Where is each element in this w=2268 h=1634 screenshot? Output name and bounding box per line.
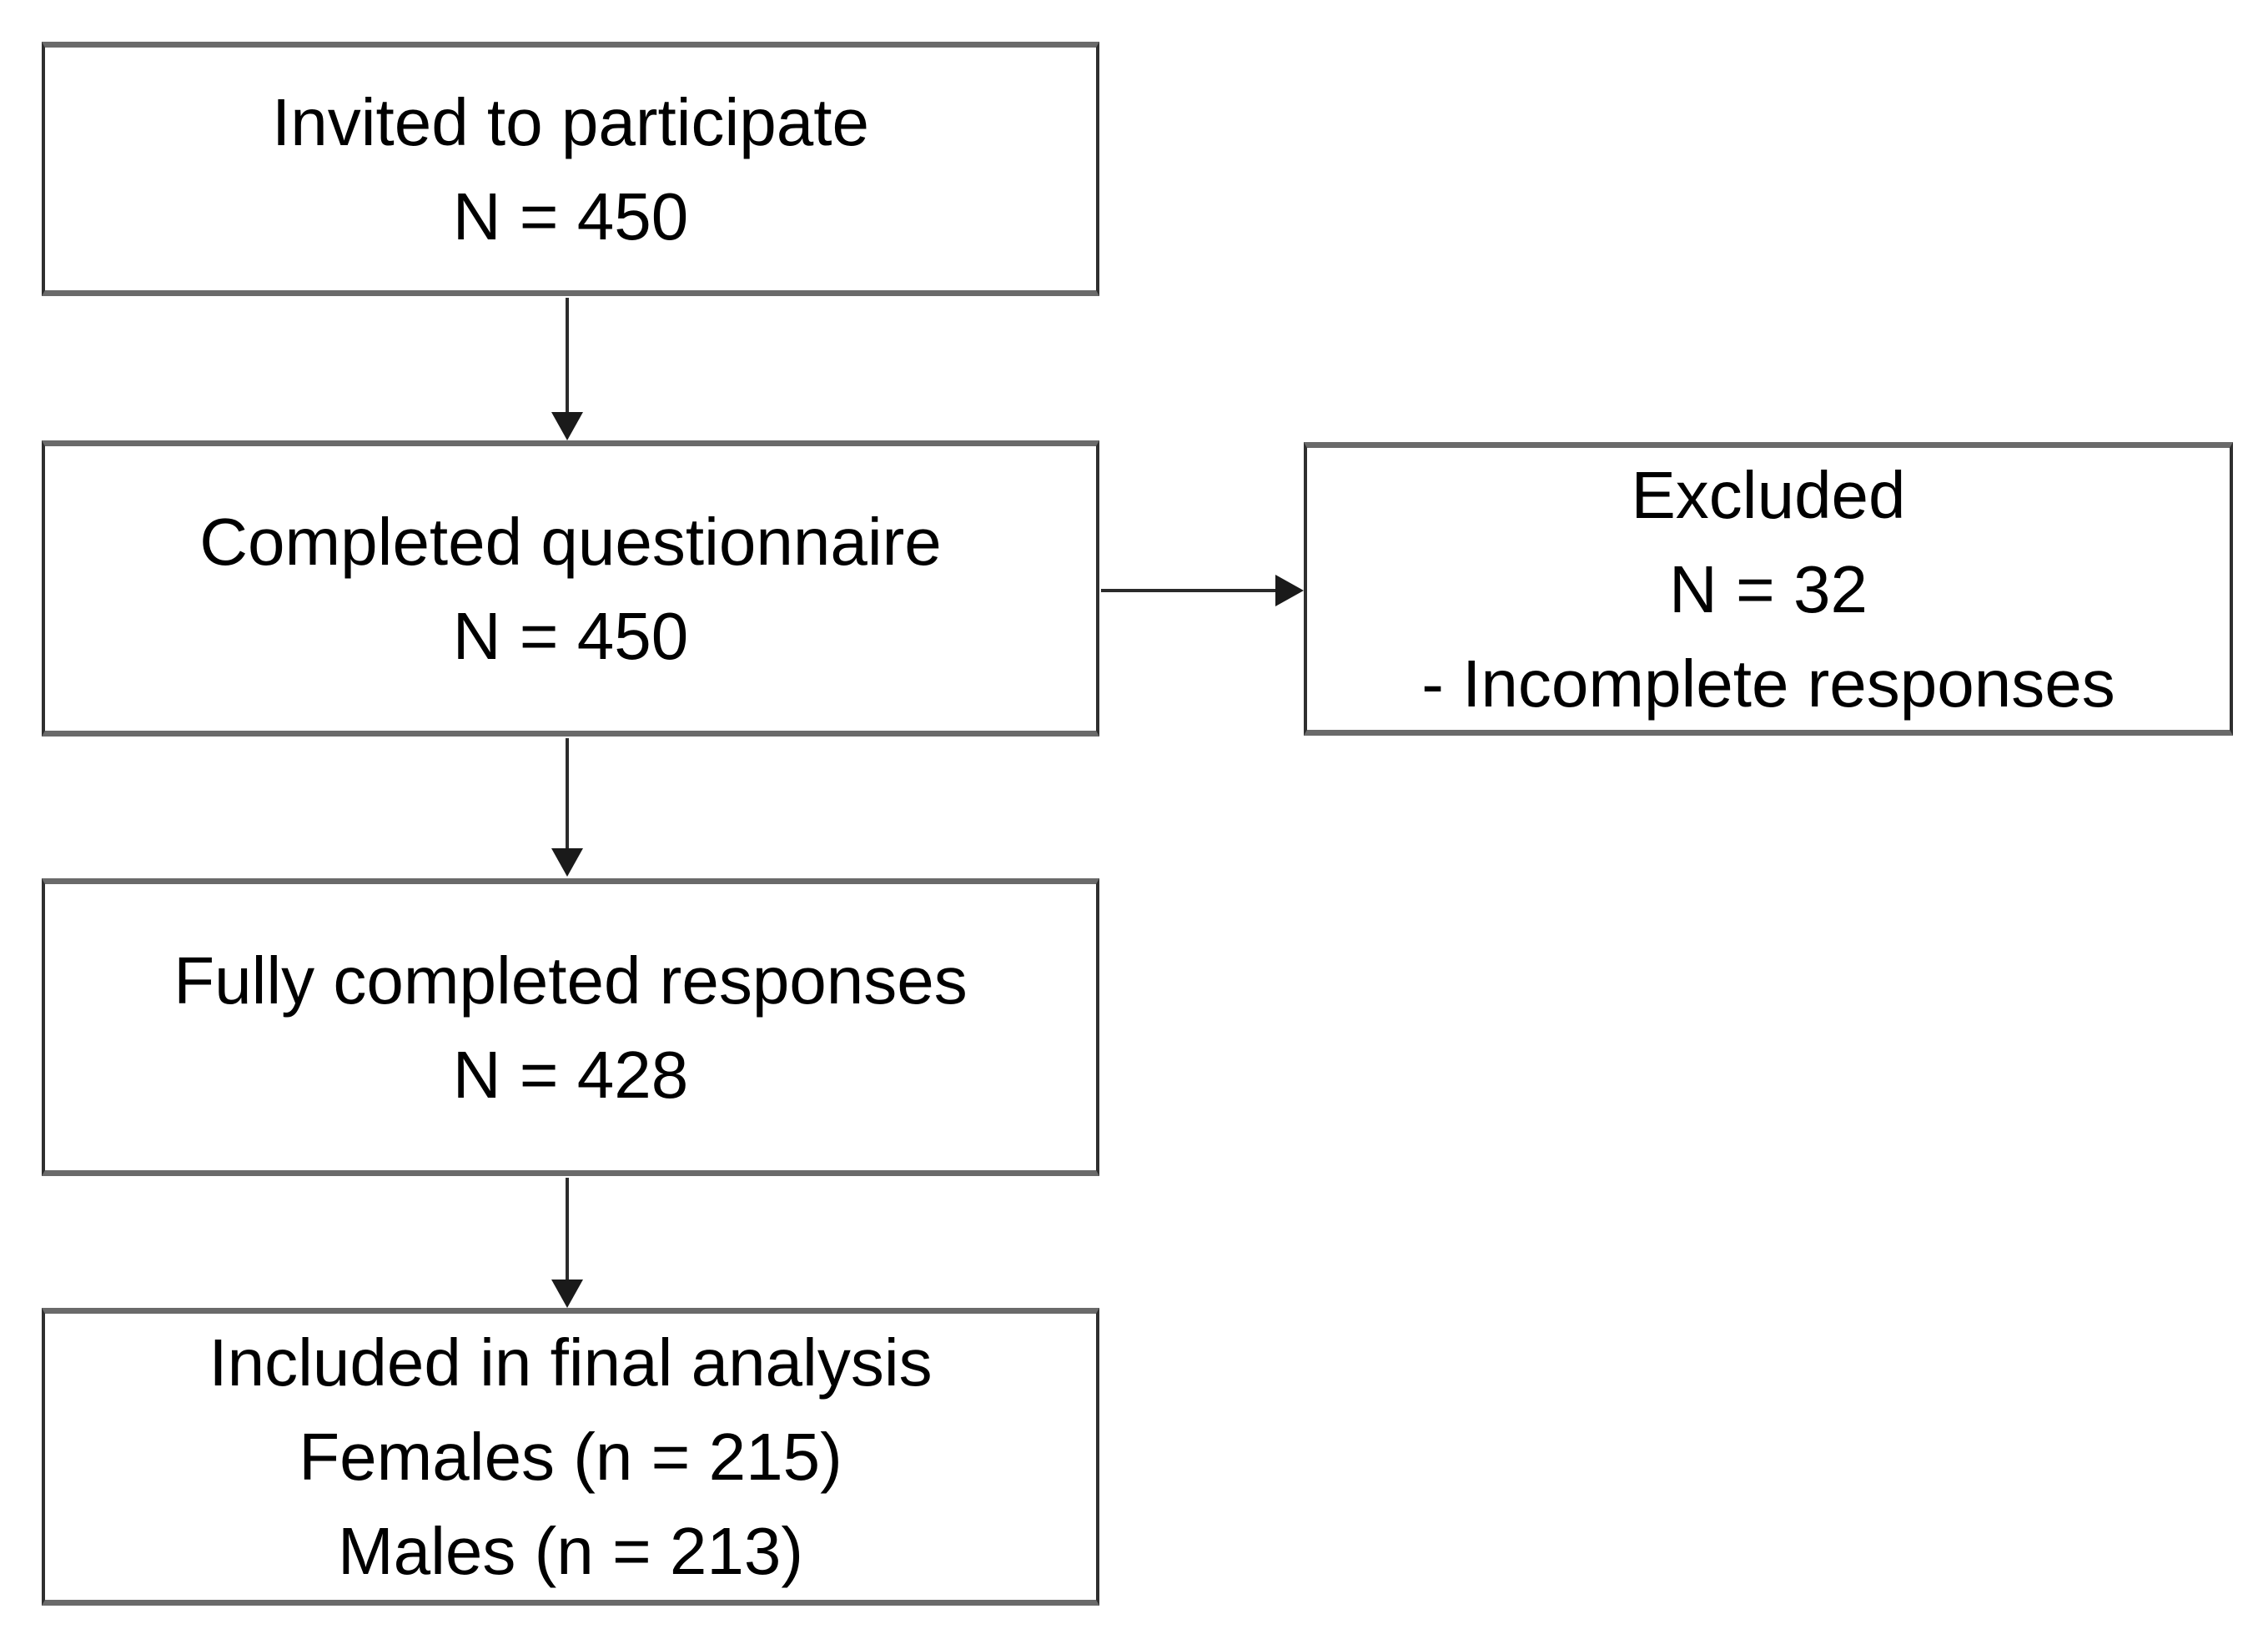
- box-line-count: N = 428: [452, 1037, 689, 1112]
- arrow-down-icon: [551, 848, 583, 877]
- box-line-males: Males (n = 213): [337, 1514, 804, 1588]
- flow-box-final-analysis: Included in final analysis Females (n = …: [42, 1308, 1099, 1606]
- box-line: Excluded: [1631, 457, 1906, 532]
- flow-box-invited: Invited to participate N = 450: [42, 42, 1099, 296]
- box-line-reason: - Incomplete responses: [1421, 646, 2115, 721]
- box-line-count: N = 450: [452, 598, 689, 673]
- box-line: Completed questionnaire: [199, 504, 942, 579]
- flow-box-completed: Completed questionnaire N = 450: [42, 440, 1099, 737]
- arrow-down-icon: [551, 1280, 583, 1308]
- flow-box-excluded: Excluded N = 32 - Incomplete responses: [1304, 442, 2233, 736]
- box-line: Fully completed responses: [173, 943, 968, 1018]
- box-line-count: N = 450: [452, 178, 689, 254]
- box-line-females: Females (n = 215): [299, 1420, 842, 1494]
- arrow-completed-to-excluded-line: [1101, 589, 1275, 592]
- box-line: Invited to participate: [272, 84, 869, 159]
- arrow-fully-to-final-line: [566, 1178, 569, 1280]
- arrow-completed-to-fully-line: [566, 738, 569, 848]
- flow-box-fully-completed: Fully completed responses N = 428: [42, 878, 1099, 1176]
- box-line-count: N = 32: [1669, 551, 1868, 626]
- arrow-invited-to-completed-line: [566, 298, 569, 412]
- box-line: Included in final analysis: [209, 1325, 933, 1400]
- arrow-down-icon: [551, 412, 583, 440]
- arrow-right-icon: [1275, 575, 1304, 606]
